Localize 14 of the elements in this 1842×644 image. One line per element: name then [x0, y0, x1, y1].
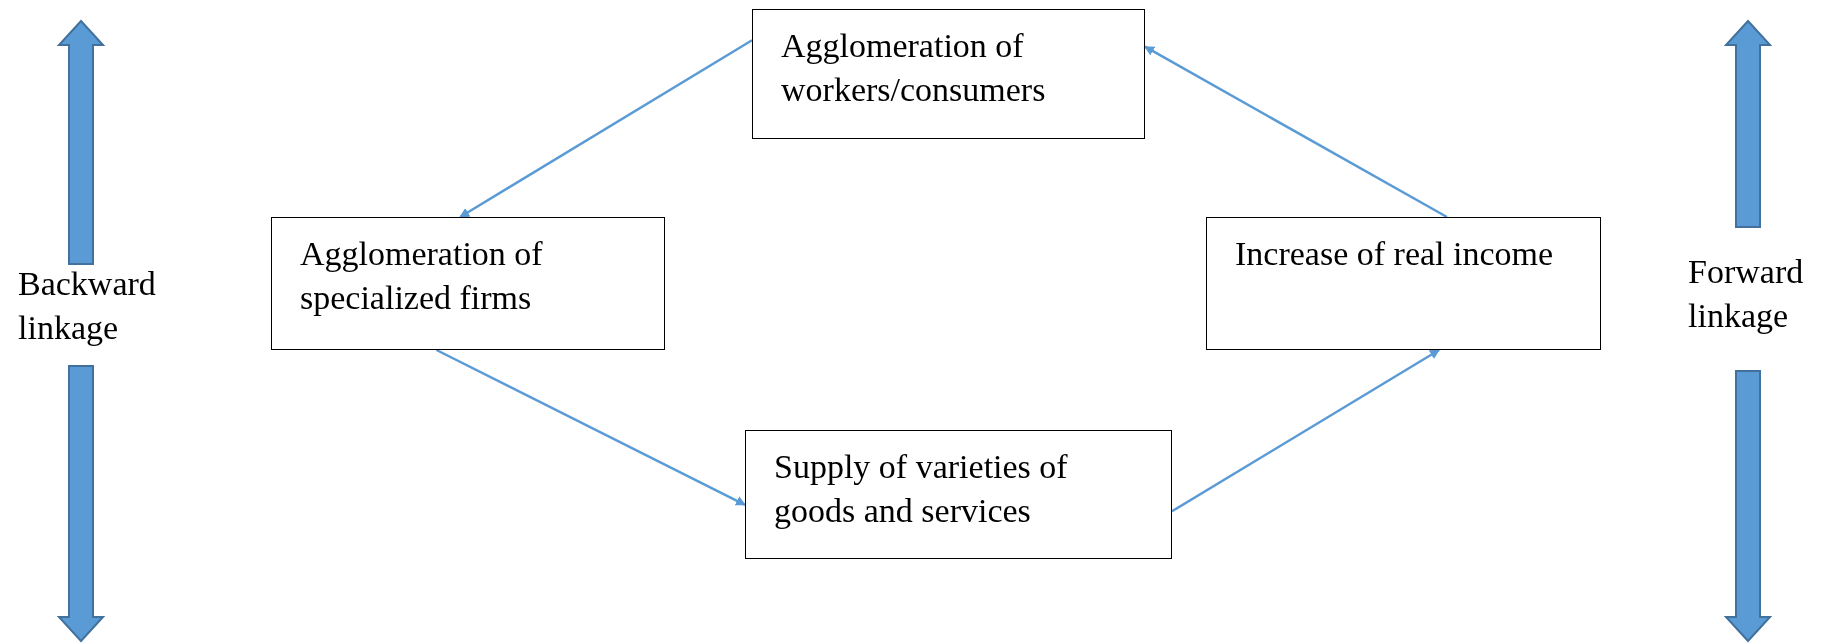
box-text: Agglomeration of workers/consumers [781, 26, 1047, 111]
process-box [271, 217, 665, 350]
arrow [459, 39, 753, 219]
process-box [1206, 217, 1601, 350]
box-text: Increase of real income [1235, 234, 1555, 274]
side-label: Forward linkage [1688, 252, 1805, 337]
arrow [1144, 45, 1448, 219]
process-box [752, 9, 1145, 139]
arrow [435, 348, 746, 506]
box-text: Agglomeration of specialized firms [300, 234, 544, 319]
arrow [1171, 348, 1440, 513]
box-text: Supply of varieties of goods and services [774, 447, 1069, 532]
side-label: Backward linkage [18, 264, 157, 349]
process-box [745, 430, 1172, 559]
